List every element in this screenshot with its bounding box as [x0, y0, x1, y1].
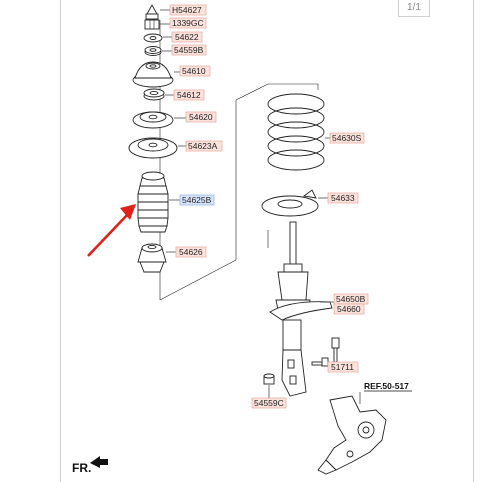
coil-spring-part[interactable]: [267, 93, 325, 171]
label-text: 1339GC: [172, 18, 204, 28]
bushing-part[interactable]: [144, 46, 162, 56]
label-54625b[interactable]: 54625B: [179, 194, 215, 206]
strut-mount-part[interactable]: [132, 61, 174, 88]
label-text: 54660: [337, 304, 361, 314]
assembly-bracket-left: [159, 20, 269, 301]
label-text: 54650B: [336, 294, 366, 304]
bearing-part[interactable]: [143, 88, 165, 101]
label-ref-50-517[interactable]: REF.50-517: [364, 381, 412, 392]
label-54559b[interactable]: 54559B: [171, 44, 207, 56]
spring-seat-upper-part[interactable]: [128, 137, 178, 159]
label-54620[interactable]: 54620: [185, 111, 217, 123]
document-page: [60, 0, 474, 482]
label-text: 51711: [331, 362, 354, 372]
label-text: 54559C: [254, 398, 284, 408]
bump-stopper-part[interactable]: [137, 243, 167, 273]
front-direction-indicator: FR.: [72, 456, 108, 475]
front-label: FR.: [72, 461, 91, 475]
dust-cover-part[interactable]: [137, 171, 169, 233]
label-text: 54626: [179, 247, 203, 257]
label-54660[interactable]: 54660: [333, 303, 365, 315]
label-51711[interactable]: 51711: [327, 361, 359, 373]
label-text: 54620: [189, 112, 213, 122]
cap-nut-part[interactable]: [145, 4, 159, 20]
label-54623a[interactable]: 54623A: [185, 140, 223, 152]
spring-pad-part[interactable]: [261, 189, 319, 217]
label-text: H54627: [172, 5, 202, 15]
label-54633[interactable]: 54633: [327, 192, 359, 204]
label-text: 54623A: [188, 141, 218, 151]
label-54650b[interactable]: 54650B: [333, 293, 369, 305]
label-text: 54622: [175, 32, 199, 42]
nut-part[interactable]: [144, 19, 160, 30]
label-text: 54612: [177, 90, 201, 100]
front-arrow-icon: [90, 456, 108, 468]
steering-knuckle-part[interactable]: [317, 395, 387, 475]
label-text: REF.50-517: [364, 381, 409, 391]
insulator-part[interactable]: [132, 111, 174, 129]
assembly-bracket-right: [267, 83, 319, 248]
label-h54627[interactable]: H54627: [169, 4, 207, 16]
annotation-arrow: [87, 204, 136, 257]
label-54612[interactable]: 54612: [173, 89, 205, 101]
label-54559c[interactable]: 54559C: [251, 397, 287, 409]
label-54622[interactable]: 54622: [171, 31, 203, 43]
label-54610[interactable]: 54610: [179, 65, 211, 77]
page-counter: 1/1: [398, 0, 430, 17]
label-1339gc[interactable]: 1339GC: [169, 17, 207, 29]
nut-lower-part[interactable]: [263, 373, 275, 385]
strut-assembly-part[interactable]: [269, 221, 333, 397]
washer-part[interactable]: [143, 33, 163, 43]
label-text: 54630S: [332, 133, 362, 143]
label-54626[interactable]: 54626: [175, 246, 207, 258]
label-text: 54559B: [174, 45, 204, 55]
label-text: 54610: [182, 66, 206, 76]
label-54630s[interactable]: 54630S: [329, 132, 365, 144]
label-text: 54633: [331, 193, 355, 203]
label-text: 54625B: [182, 195, 212, 205]
